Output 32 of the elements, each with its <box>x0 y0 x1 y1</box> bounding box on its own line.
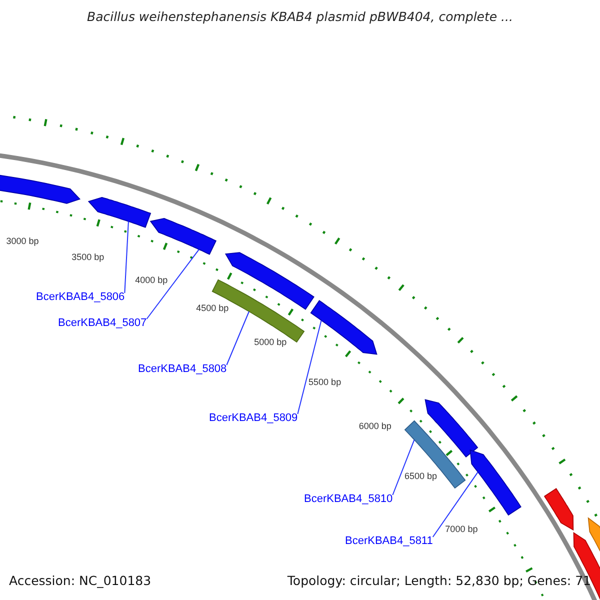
scale-label: 4500 bp <box>196 304 229 314</box>
gene-block <box>573 532 600 600</box>
scale-label: 3500 bp <box>72 253 104 264</box>
leader-line <box>226 311 250 366</box>
scale-label: 4000 bp <box>135 276 168 286</box>
gene-block <box>88 196 152 228</box>
map-title: Bacillus weihenstephanensis KBAB4 plasmid pBWB404, complete ... <box>86 10 514 24</box>
scale-label: 6000 bp <box>358 422 392 432</box>
gene-block <box>544 488 574 531</box>
gene-label: BcerKBAB4_5807 <box>58 317 147 330</box>
leader-line <box>146 248 200 320</box>
gene-label: BcerKBAB4_5811 <box>345 535 433 548</box>
gene-block <box>310 300 378 355</box>
scale-label: 6500 bp <box>404 472 438 482</box>
gene-block <box>150 218 217 255</box>
gene-bar <box>404 420 466 489</box>
summary-text: Topology: circular; Length: 52,830 bp; Genes: 71 <box>287 574 591 588</box>
scale-label: 5000 bp <box>254 338 287 348</box>
leader-line <box>392 439 415 496</box>
gene-block <box>424 399 478 458</box>
leader-line <box>432 472 478 538</box>
scale-label: 7000 bp <box>445 525 478 536</box>
leader-line <box>297 320 322 414</box>
leader-line <box>124 220 129 294</box>
gene-block <box>470 450 522 516</box>
gene-label: BcerKBAB4_5806 <box>36 291 125 304</box>
scale-label: 5500 bp <box>308 378 342 388</box>
gene-label: BcerKBAB4_5810 <box>304 493 393 506</box>
gene-label: BcerKBAB4_5808 <box>138 363 227 376</box>
scale-label: 3000 bp <box>6 238 39 248</box>
accession-text: Accession: NC_010183 <box>9 574 152 588</box>
gene-label: BcerKBAB4_5809 <box>209 412 298 424</box>
